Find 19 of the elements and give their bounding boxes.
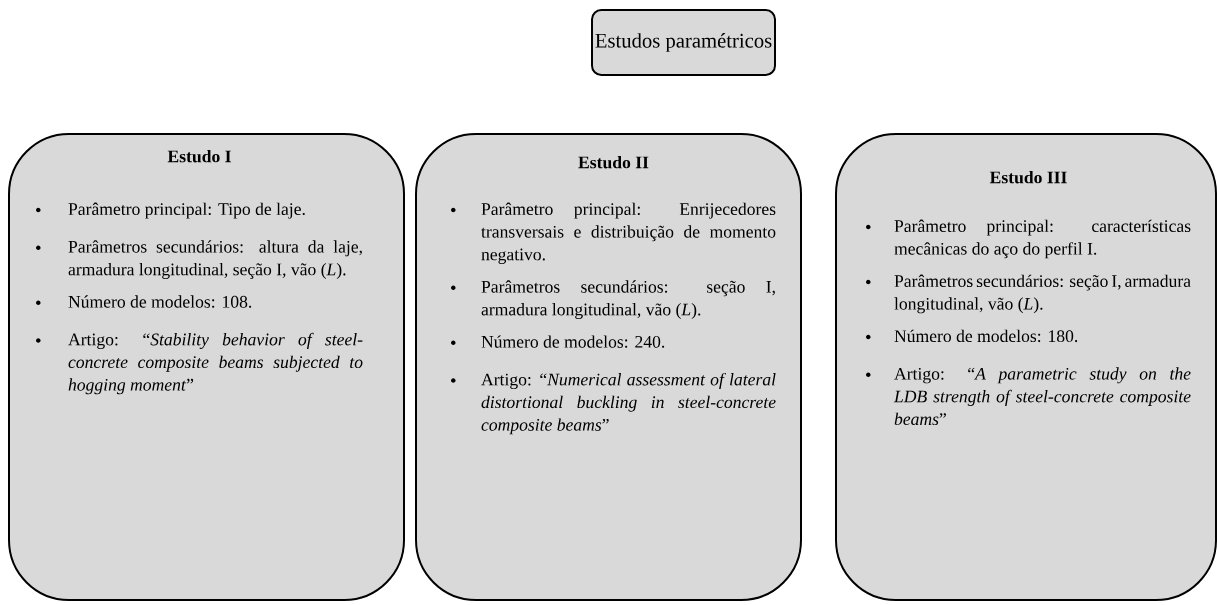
bullet-item: Número de modelos: 180.	[866, 329, 1078, 343]
bullet-item: Número de modelos: 108.	[36, 295, 252, 308]
bullet-item: Artigo: “A parametric study on the LDB strength of steel-concrete composite beams”	[866, 367, 1191, 426]
bullet-item: Parâmetro principal: Tipo de laje.	[36, 202, 305, 219]
study-card	[415, 133, 802, 601]
heading: Estudo II	[578, 156, 649, 169]
bullet-item: Número de modelos: 240.	[451, 335, 665, 348]
heading: Estudo III	[989, 171, 1067, 184]
bullet-item: Parâmetros secundários: seção I, armadura longitudinal, vão (L).	[451, 280, 775, 320]
bullet-item: Parâmetro principal: Enrijecedores transversais e distribuição de momento negativo.	[451, 202, 776, 264]
bullet-item: Artigo: “Numerical assessment of lateral distortional buckling in steel-concrete composite beams”	[451, 372, 776, 435]
title-box: Estudos paramétricos	[591, 9, 776, 76]
bullet-item: Parâmetros secundários: altura da laje, armadura longitudinal, seção I, vão (L).	[36, 240, 362, 279]
bullet-item: Parâmetros secundários: seção I, armadura longitudinal, vão (L).	[866, 274, 1191, 314]
study-card	[8, 133, 405, 601]
bullet-item: Artigo: “Stability behavior of steel-concrete composite beams subjected to hogging moment”	[36, 332, 363, 395]
heading: Estudo I	[167, 150, 231, 163]
bullet-item: Parâmetro principal: características mecânicas do aço do perfil I.	[866, 219, 1191, 259]
study-card	[835, 133, 1217, 601]
